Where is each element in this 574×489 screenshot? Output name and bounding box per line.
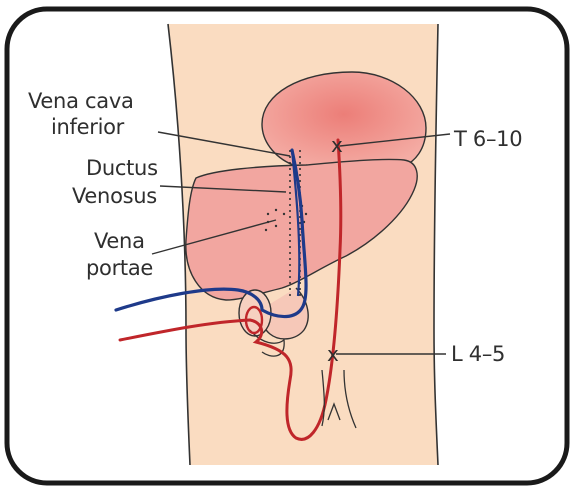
label-vena-cava-line2: inferior [51, 115, 125, 139]
label-ductus-line2: Venosus [72, 184, 157, 208]
label-vena-cava-line1: Vena cava [28, 89, 134, 113]
label-portae-line1: Vena [94, 229, 145, 253]
label-portae-line2: portae [86, 256, 153, 280]
t-level-marker: x [331, 133, 343, 157]
label-t-level: T 6–10 [453, 127, 522, 151]
l-level-marker: x [327, 342, 339, 366]
label-l-level: L 4–5 [451, 342, 505, 366]
label-ductus-line1: Ductus [86, 156, 158, 180]
